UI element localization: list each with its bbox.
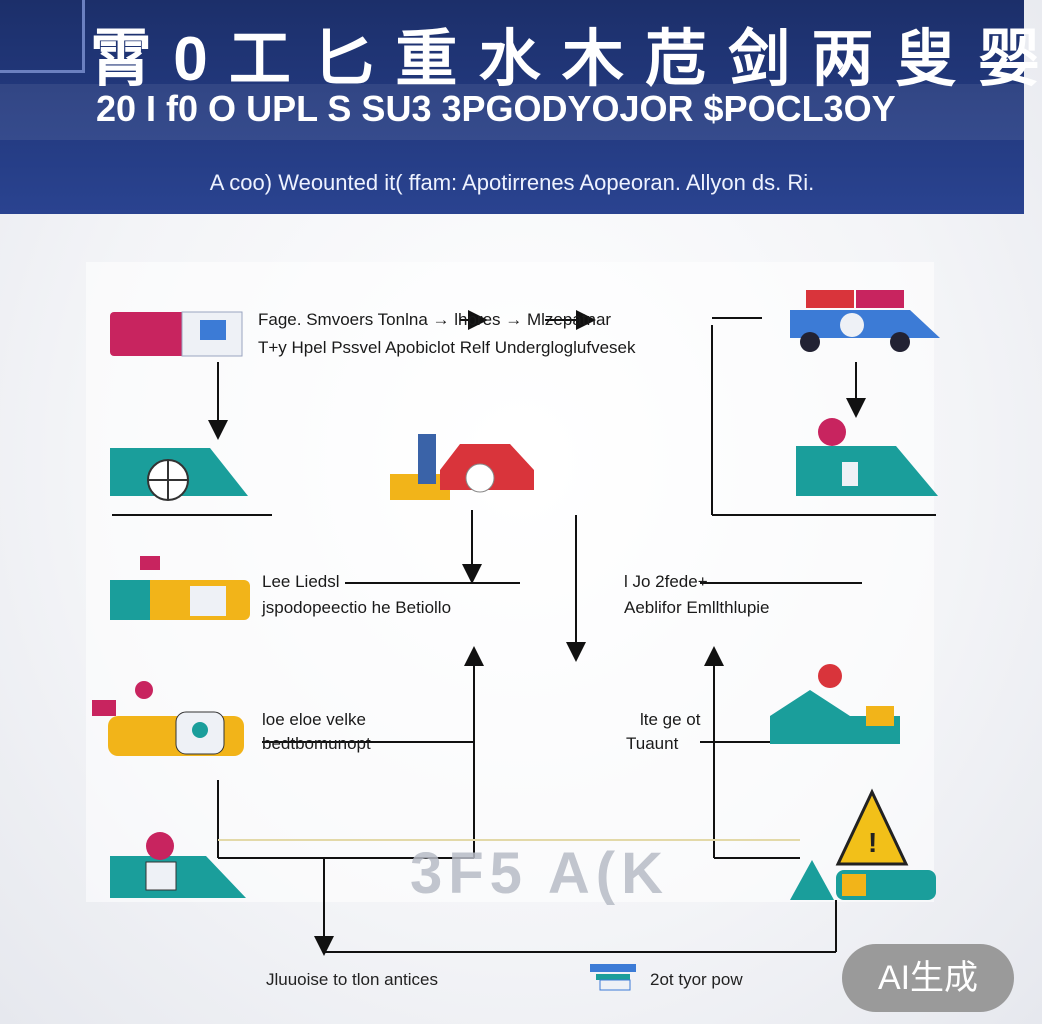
header-frame-decoration [0,0,85,73]
watermark-text: 3F5 A(K [410,841,669,906]
svg-text:!: ! [868,827,877,858]
low-left-label-1: loe eloe velke [262,710,366,729]
mid-right-label-1: l Jo 2fede+ [624,572,708,591]
warning-icon: ! [790,788,936,900]
document-icon [590,964,636,991]
title-english: 20 I f0 O UPL S SU3 3PGODYOJOR $POCL3OY [96,88,896,129]
footer-left-label: Jluuoise to tlon antices [266,970,438,989]
computer-icon [110,311,243,357]
factory-icon [770,664,900,744]
building-icon [110,556,250,620]
truck-icon [790,290,940,352]
mid-left-label-2: jspodopeectio he Betiollo [262,598,452,617]
globe-icon [110,448,248,501]
flow-top-sublabel: T+y Hpel Pssvel Apobiclot Relf Underglog… [258,338,636,357]
lock-icon [110,832,246,898]
robot-icon [92,681,244,756]
footer-right-label: 2ot tyor pow [650,970,743,989]
car-icon [390,434,534,500]
title-band [0,84,1024,140]
ai-generated-badge: AI生成 [842,944,1014,1012]
header-banner: 霄 0 工 匕 重 水 木 苊 剑 两 叟 婴 20 I f0 O UPL S … [0,0,1042,214]
mid-left-label-1: Lee Liedsl [262,572,340,591]
subtitle: A coo) Weounted it( ffam: Apotirrenes Ao… [209,170,815,195]
title-chinese: 霄 0 工 匕 重 水 木 苊 剑 两 叟 婴 [90,25,1042,94]
flow-top-labels: Fage. Smvoers Tonlna → lhpres → Mlzepatn… [258,310,612,329]
mid-right-label-2: Aeblifor Emllthlupie [624,598,770,617]
low-left-label-2: bedtbomunopt [262,734,371,753]
bus-icon [796,418,938,496]
low-right-label-2: Tuaunt [626,734,679,753]
low-right-label-1: lte ge ot [640,710,701,729]
